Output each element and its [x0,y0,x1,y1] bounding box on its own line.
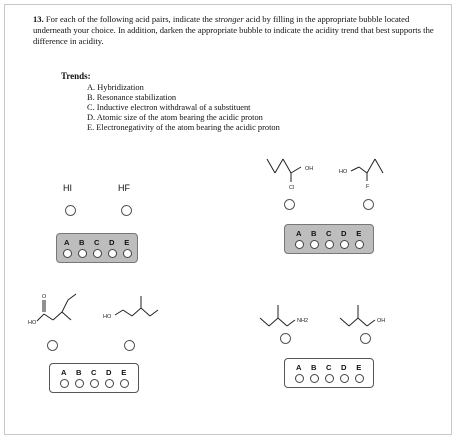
pair3-trend-d-bubble[interactable] [104,379,114,388]
pair3-right-bubble[interactable] [124,340,135,351]
pair4-left-bubble[interactable] [280,333,291,344]
pair1-trend-b-bubble[interactable] [77,249,87,258]
alcohol-structure: OH [339,305,385,327]
trend-e: E. Electronegativity of the atom bearing… [87,123,280,132]
pair1-trend-d-bubble[interactable] [107,249,117,258]
pair3-left-bubble[interactable] [47,340,58,351]
pair4-trend-e-bubble[interactable] [354,374,364,383]
pair2-trend-c-bubble[interactable] [324,240,334,249]
ho-label-alcohol: HO [103,314,112,320]
pair2-trend-b-bubble[interactable] [309,240,319,249]
pair3-trend-a-bubble[interactable] [59,379,69,388]
pair4-trend-d-bubble[interactable] [339,374,349,383]
f-atom-label: F [366,184,370,190]
ho-label-acid: HO [28,320,37,326]
carboxylic-acid-structure: O HO [28,293,77,326]
pair2-trend-e-bubble[interactable] [354,240,364,249]
hf-label: HF [118,183,130,193]
trend-c: C. Inductive electron withdrawal of a su… [87,103,251,112]
pair2-right-bubble[interactable] [363,199,374,210]
pair4-right-bubble[interactable] [360,333,371,344]
pair2-trend-a-bubble[interactable] [294,240,304,249]
page-frame [4,4,452,435]
trends-title: Trends: [61,71,91,81]
question-text: 13. For each of the following acid pairs… [33,14,434,46]
amine-structure: NH2 [259,305,308,327]
carbonyl-o-label: O [42,294,47,300]
cl-atom-label: Cl [289,185,294,191]
pair1-trend-c-bubble[interactable] [92,249,102,258]
pair1-trend-a-bubble[interactable] [62,249,72,258]
question-number: 13. [33,14,44,24]
pair4-trend-c-bubble[interactable] [324,374,334,383]
trend-a: A. Hybridization [87,83,144,92]
pair2-trend-d-bubble[interactable] [339,240,349,249]
pair3-trend-c-bubble[interactable] [89,379,99,388]
branched-alcohol-structure: HO [103,296,159,320]
nh2-label: NH2 [297,318,308,324]
pair1-trend-e-bubble[interactable] [122,249,132,258]
trend-d: D. Atomic size of the atom bearing the a… [87,113,263,122]
trend-b: B. Resonance stabilization [87,93,177,102]
pair1-right-bubble[interactable] [121,205,132,216]
pair1-left-bubble[interactable] [65,205,76,216]
hi-label: HI [63,183,72,193]
oh-label-alcohol: OH [377,318,385,324]
pair3-trend-b-bubble[interactable] [74,379,84,388]
ho-label-right: HO [339,169,348,175]
fluoro-alcohol-structure: HO F [339,158,384,190]
pair4-trend-a-bubble[interactable] [294,374,304,383]
pair2-left-bubble[interactable] [284,199,295,210]
oh-label-left: OH [305,166,313,172]
pair3-trend-e-bubble[interactable] [119,379,129,388]
chloro-alcohol-structure: Cl OH [266,158,313,191]
pair4-trend-b-bubble[interactable] [309,374,319,383]
stronger-emphasis: stronger [214,14,244,24]
